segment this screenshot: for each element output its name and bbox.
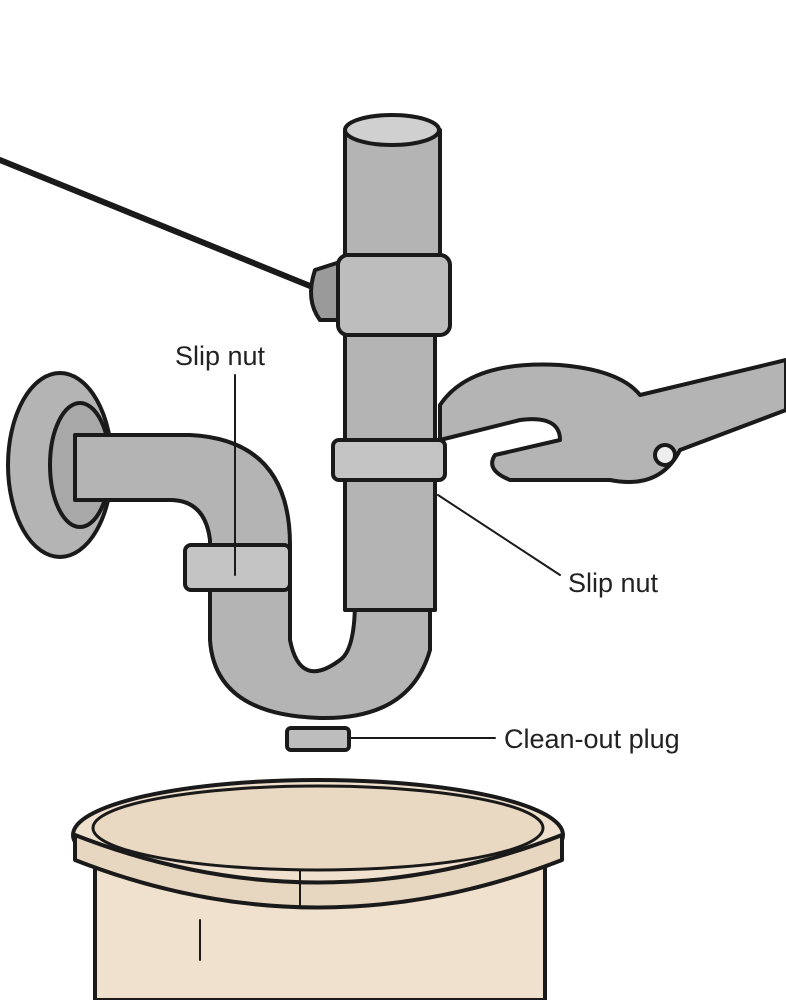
pivot-rod [0,157,318,291]
slip-nut-vertical [331,438,447,482]
slip-nut-trap [183,543,292,592]
wrench [438,358,786,484]
label-clean-out-plug: Clean-out plug [504,724,680,754]
bucket [71,778,565,1000]
tailpiece [343,128,442,272]
label-slip-nut-upper: Slip nut [175,341,266,371]
label-slip-nut-right: Slip nut [568,568,659,598]
clean-out-plug [285,726,351,752]
tee-nut [309,260,342,322]
